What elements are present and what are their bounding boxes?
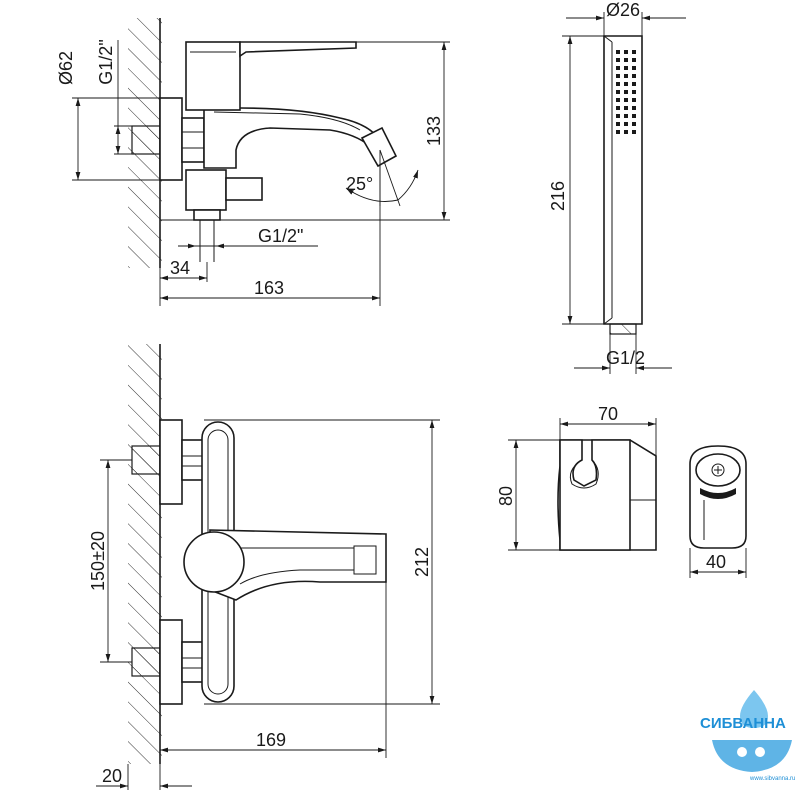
- nozzle-dot: [624, 114, 628, 118]
- nozzle-dot: [616, 122, 620, 126]
- nozzle-dot: [616, 130, 620, 134]
- dim-offset-label: 34: [170, 258, 190, 278]
- dim-shower-diameter-label: Ø26: [606, 0, 640, 20]
- nozzle-dot: [624, 130, 628, 134]
- hose-outlet-nut: [193, 209, 221, 221]
- dim-holder-width-label: 70: [598, 404, 618, 424]
- flange-lower: [159, 619, 183, 705]
- nozzle-dot: [616, 74, 620, 78]
- nozzle-dot: [616, 90, 620, 94]
- shower-edge-line: [603, 317, 613, 325]
- nozzle-dot: [632, 74, 636, 78]
- holder-ring-band: [700, 488, 736, 499]
- dim-spacing-label: 150±20: [88, 531, 108, 591]
- nozzle-dot: [632, 130, 636, 134]
- spout-inner: [232, 547, 355, 585]
- dim-holder-depth-label: 40: [706, 552, 726, 572]
- angle-arc: [345, 187, 399, 202]
- holder-view: 70 80 40: [496, 404, 747, 578]
- diverter-body: [185, 169, 227, 211]
- cartridge-body: [185, 41, 241, 111]
- nozzle-dot: [632, 106, 636, 110]
- nut-upper: [181, 439, 205, 481]
- cartridge-circle: [183, 531, 245, 593]
- nozzle-dot: [632, 90, 636, 94]
- nozzle-dot: [632, 122, 636, 126]
- dim-length-label: 163: [254, 278, 284, 298]
- diverter-knob: [225, 177, 263, 201]
- wall-thread-upper: [131, 445, 161, 475]
- dim-angle-label: 25°: [346, 174, 373, 194]
- nozzle-dot: [632, 50, 636, 54]
- dim-thread-top-label: G1/2": [96, 39, 116, 84]
- nozzle-dot: [632, 114, 636, 118]
- spout-inner-line: [213, 111, 361, 131]
- nozzle-dot: [624, 106, 628, 110]
- logo-name: СИБВАННА: [700, 715, 786, 732]
- nozzle-dot: [616, 50, 620, 54]
- nozzle-dot: [616, 58, 620, 62]
- holder-cradle: [569, 459, 599, 489]
- nozzle-dot: [624, 58, 628, 62]
- spout-tip: [360, 126, 398, 168]
- nozzle-dot: [632, 58, 636, 62]
- dim-thread-bottom-label: G1/2": [258, 226, 303, 246]
- lever-handle: [239, 41, 357, 58]
- wall-hatch-bottom: [128, 344, 162, 764]
- logo-bath-icon: [712, 740, 792, 772]
- nozzle-dot: [632, 82, 636, 86]
- shower-nozzles: [616, 50, 636, 134]
- shower-view: Ø26 216 G1/2: [548, 0, 686, 374]
- holder-screw: [711, 463, 725, 477]
- spout-aerator: [353, 545, 377, 575]
- nut-top: [181, 117, 205, 163]
- wall-thread-top: [131, 125, 161, 155]
- flange-upper: [159, 419, 183, 505]
- dim-front-height-label: 212: [412, 547, 432, 577]
- dim-diameter-label: Ø62: [56, 51, 76, 85]
- dim-front-length-label: 169: [256, 730, 286, 750]
- nozzle-dot: [616, 106, 620, 110]
- nozzle-dot: [616, 114, 620, 118]
- logo-url: www.sibvanna.ru: [749, 776, 795, 782]
- sibvanna-logo: СИБВАННА www.sibvanna.ru: [700, 690, 795, 782]
- dim-height-label: 133: [424, 116, 444, 146]
- wall-flange: [159, 97, 183, 181]
- holder-front-outline: [559, 439, 631, 551]
- dim-shower-height-label: 216: [548, 181, 568, 211]
- logo-face-icon: [755, 747, 765, 757]
- nozzle-dot: [616, 82, 620, 86]
- angle-arc: [397, 169, 419, 201]
- nozzle-dot: [624, 50, 628, 54]
- nozzle-dot: [624, 98, 628, 102]
- logo-face-icon: [737, 747, 747, 757]
- shower-handle-body: [603, 35, 643, 325]
- wall-thread-lower: [131, 647, 161, 677]
- nozzle-dot: [624, 122, 628, 126]
- nozzle-dot: [624, 66, 628, 70]
- front-view: 150±20 212 169 20: [88, 344, 440, 790]
- logo-drop-icon: [740, 690, 768, 728]
- shower-edge-line: [603, 35, 613, 43]
- nozzle-dot: [616, 66, 620, 70]
- shower-thread: [609, 323, 637, 335]
- nozzle-dot: [624, 82, 628, 86]
- nozzle-dot: [624, 90, 628, 94]
- nut-lower: [181, 641, 205, 683]
- dim-shower-thread-label: G1/2: [606, 348, 645, 368]
- side-view: Ø62 G1/2" 133 25° G1/2" 34 163: [56, 18, 450, 306]
- spout-body: [203, 107, 380, 169]
- nozzle-dot: [632, 98, 636, 102]
- nozzle-dot: [624, 74, 628, 78]
- angle-axis-line: [379, 149, 401, 207]
- nozzle-dot: [632, 66, 636, 70]
- dim-holder-height-label: 80: [496, 486, 516, 506]
- nozzle-dot: [616, 98, 620, 102]
- dim-wall-label: 20: [102, 766, 122, 786]
